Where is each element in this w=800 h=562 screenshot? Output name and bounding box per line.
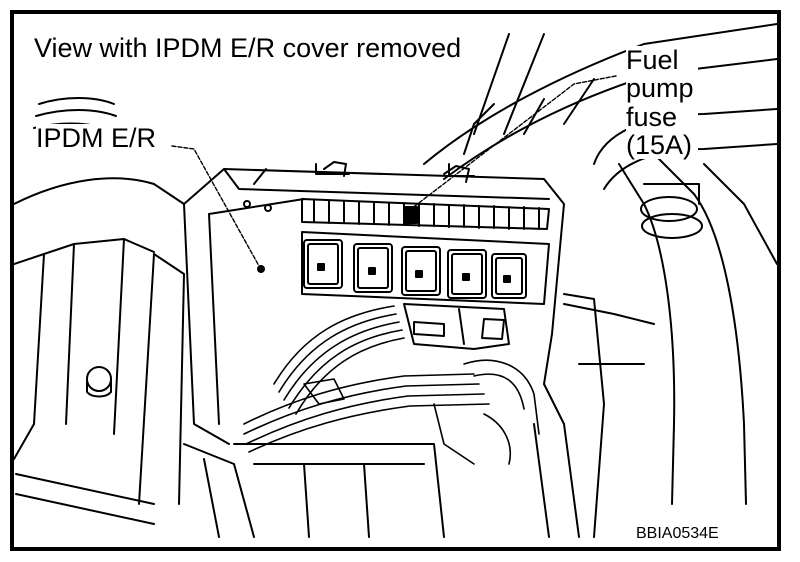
fuel-pump-fuse-label: Fuel pump fuse (15A) [626,46,698,159]
wiring-harness [243,305,540,465]
fuse-row [301,198,550,230]
leader-lines [171,75,617,267]
upper-hoses [423,23,777,190]
harness-connectors [403,303,510,350]
fuse-label-line-1: Fuel [626,46,698,74]
engine-bay-illustration [14,23,777,538]
ipdm-er-box [183,161,565,445]
figure-code: BBIA0534E [636,525,719,542]
relay-row [301,231,550,305]
fuse-label-line-4: (15A) [626,131,698,159]
right-hose [563,153,777,505]
figure-title: View with IPDM E/R cover removed [34,33,462,63]
lower-structure [138,253,605,538]
ipdm-er-label: IPDM E/R [36,123,157,153]
body-panel-lines [14,97,185,525]
diagram-frame: View with IPDM E/R cover removed IPDM E/… [10,10,781,551]
fuse-label-line-2: pump [626,74,698,103]
fuse-label-line-3: fuse [626,102,698,131]
